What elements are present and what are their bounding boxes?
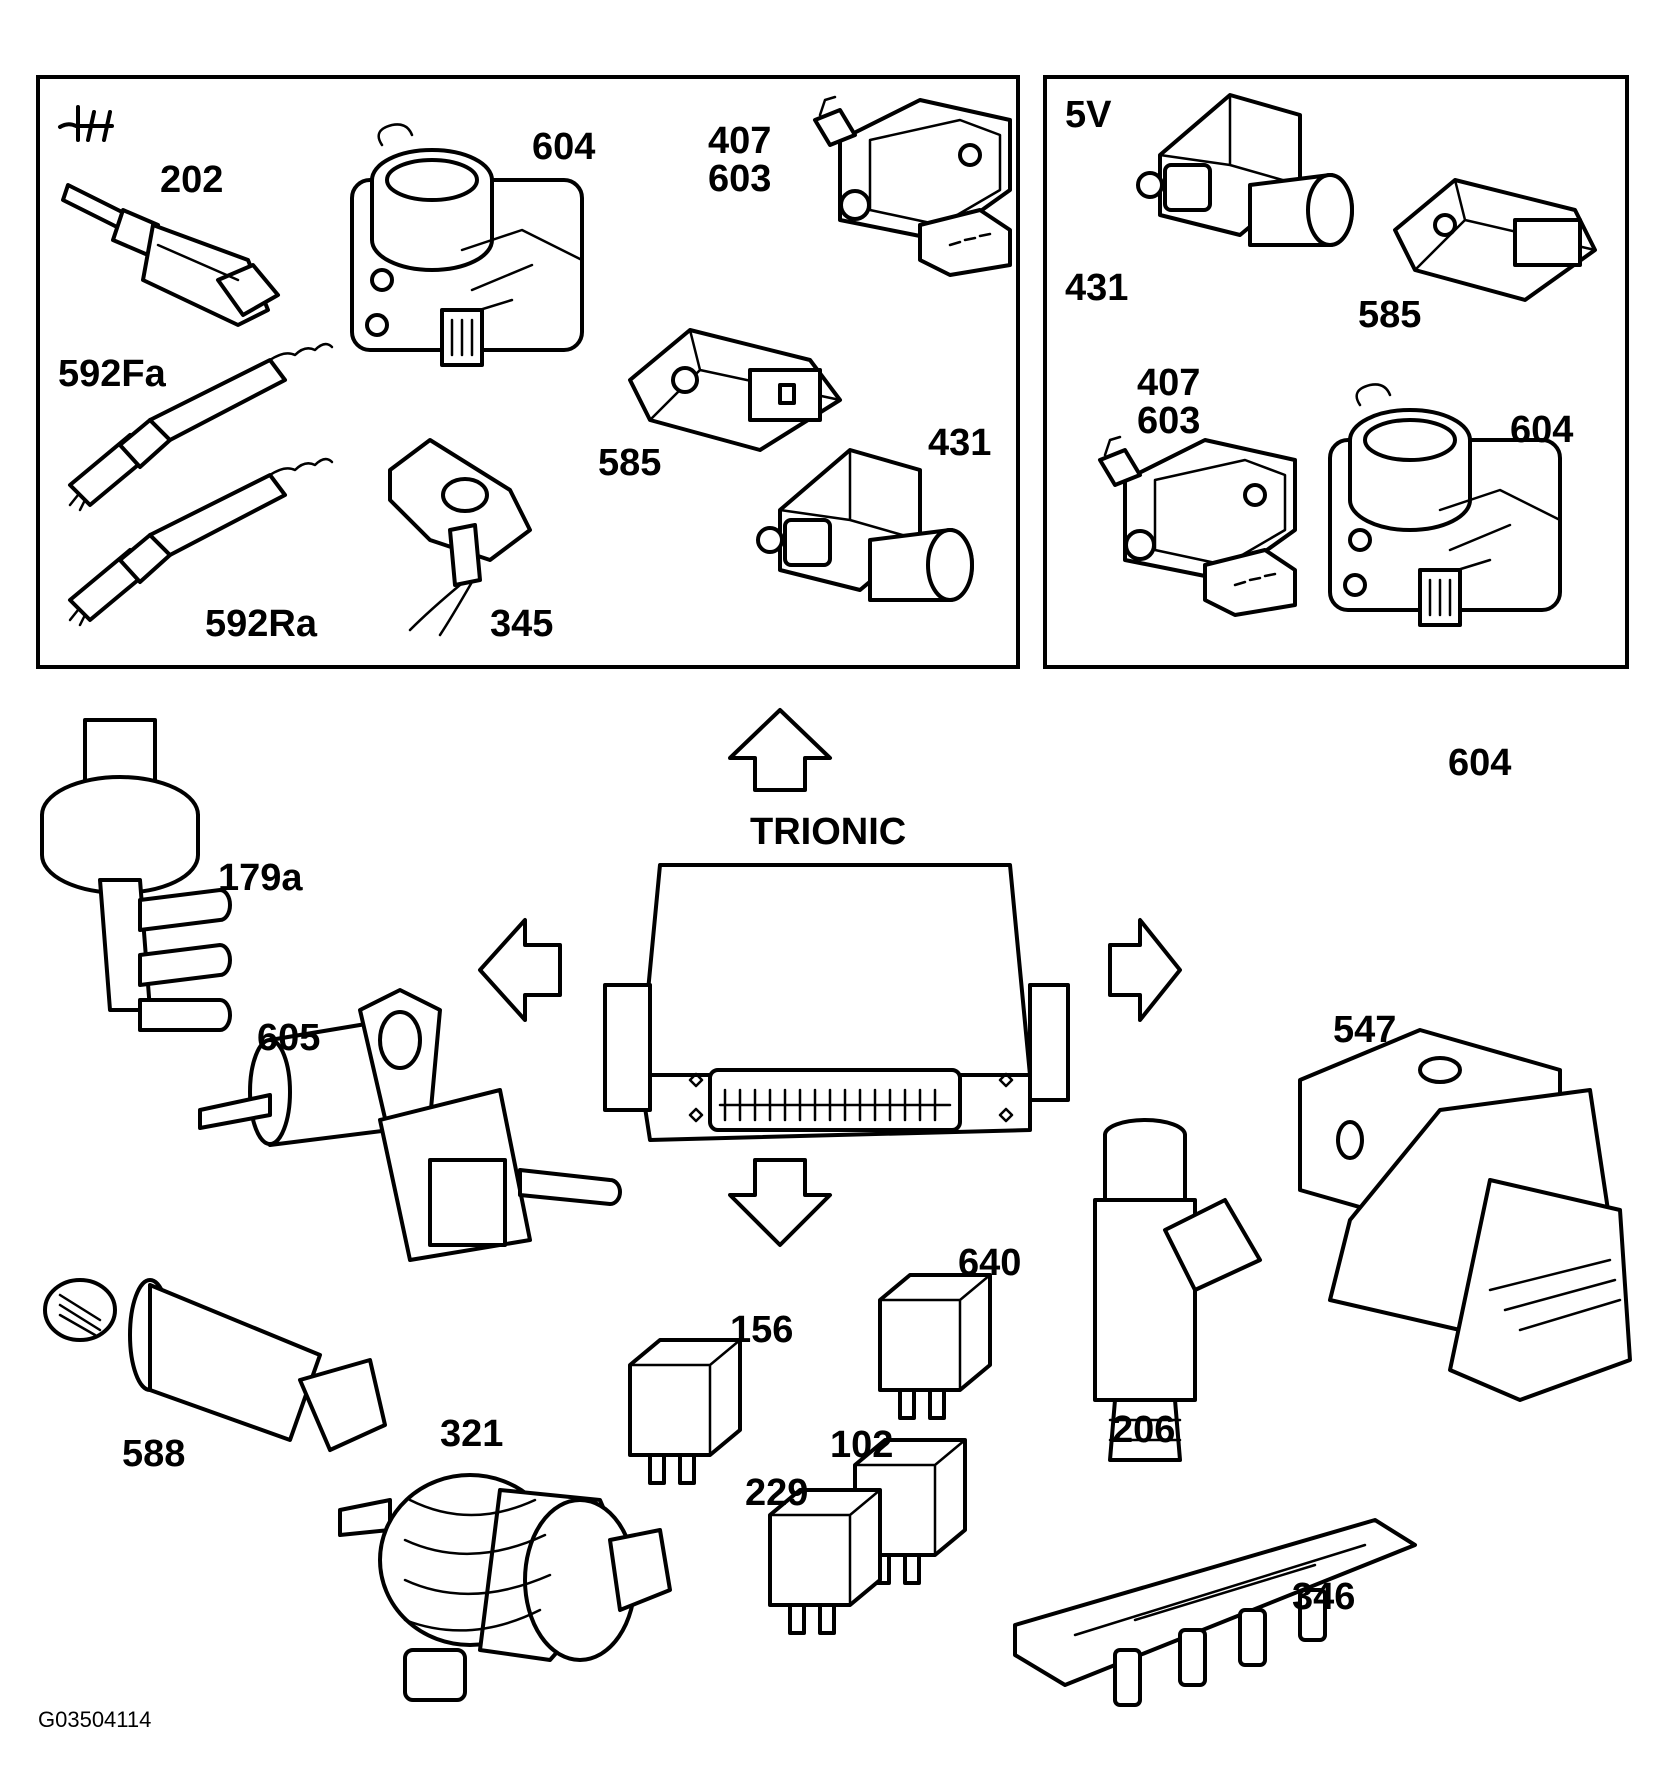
ecu-label: TRIONIC xyxy=(750,811,907,853)
abs-unit-547-drawing xyxy=(1298,1028,1632,1402)
arrow-right-icon xyxy=(1108,918,1182,1022)
solenoid-valve-605-drawing xyxy=(198,988,622,1262)
five-volt-panel-frame xyxy=(1043,75,1629,669)
part-label-605: 605 xyxy=(257,1017,321,1059)
part-label-179a: 179a xyxy=(218,857,303,899)
secondary-air-pump-321-drawing xyxy=(338,1473,672,1702)
part-label-603-5v: 603 xyxy=(1137,400,1201,442)
figure-id: G03504114 xyxy=(38,1707,152,1732)
part-label-588: 588 xyxy=(122,1433,186,1475)
throttle-position-sensor-407-5v-drawing xyxy=(1098,435,1297,617)
part-label-346: 346 xyxy=(1292,1576,1356,1618)
part-label-640: 640 xyxy=(958,1242,1022,1284)
part-label-407-5v: 407 xyxy=(1137,362,1201,404)
trionic-ecu-drawing xyxy=(603,863,1070,1142)
part-label-345: 345 xyxy=(490,603,554,645)
relay-640-drawing xyxy=(878,1273,992,1420)
part-label-206: 206 xyxy=(1112,1409,1176,1451)
map-sensor-431-drawing xyxy=(756,448,974,602)
part-label-585-5v: 585 xyxy=(1358,294,1422,336)
fuel-injector-206-drawing xyxy=(1093,1118,1262,1462)
vacuum-valve-179a-drawing xyxy=(40,718,232,1032)
temperature-sensor-202-drawing xyxy=(61,183,280,327)
part-label-547: 547 xyxy=(1333,1009,1397,1051)
pressure-sensor-585-5v-drawing xyxy=(1393,178,1597,302)
part-label-604-right: 604 xyxy=(1448,742,1512,784)
arrow-left-icon xyxy=(478,918,562,1022)
arrow-up-icon xyxy=(728,708,832,792)
five-volt-panel-label: 5V xyxy=(1065,94,1112,136)
arrow-down-icon xyxy=(728,1158,832,1247)
part-label-585-ground: 585 xyxy=(598,442,662,484)
part-label-431-ground: 431 xyxy=(928,422,992,464)
pressure-regulator-588-drawing xyxy=(43,1278,387,1452)
throttle-position-sensor-407-drawing xyxy=(813,95,1012,277)
ground-panel-frame xyxy=(36,75,1020,669)
part-label-592fa: 592Fa xyxy=(58,353,166,395)
part-label-202: 202 xyxy=(160,159,224,201)
part-label-604-5v: 604 xyxy=(1510,409,1574,451)
pressure-sensor-585-drawing xyxy=(628,328,842,452)
ground-symbol-icon xyxy=(58,105,114,142)
crank-sensor-345-drawing xyxy=(388,438,532,637)
part-label-407-ground: 407 xyxy=(708,120,772,162)
part-label-603-ground: 603 xyxy=(708,158,772,200)
part-label-156: 156 xyxy=(730,1309,794,1351)
part-label-229: 229 xyxy=(745,1472,809,1514)
part-label-321: 321 xyxy=(440,1413,504,1455)
part-label-592ra: 592Ra xyxy=(205,603,317,645)
part-label-604-ground: 604 xyxy=(532,126,596,168)
relay-156-drawing xyxy=(628,1338,742,1485)
part-label-431-5v: 431 xyxy=(1065,267,1129,309)
map-sensor-431-5v-drawing xyxy=(1136,93,1354,247)
part-label-102: 102 xyxy=(830,1424,894,1466)
ignition-cassette-346-drawing xyxy=(1013,1518,1417,1707)
